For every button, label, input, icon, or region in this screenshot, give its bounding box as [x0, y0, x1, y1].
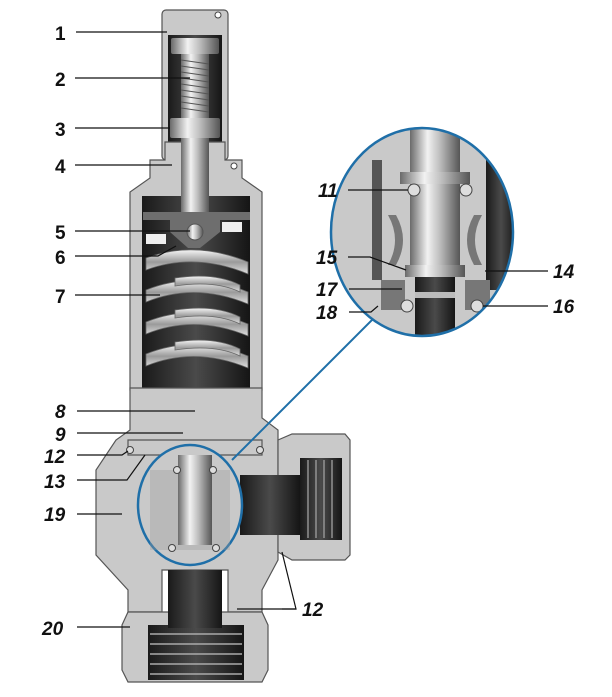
- callout-19: 19: [44, 505, 66, 526]
- callout-1: 1: [55, 24, 66, 45]
- callout-labels: 1 2 3 4 5 6 7 8 9 12 13 19 20 11 15 17 1…: [41, 24, 575, 640]
- callout-7: 7: [55, 287, 66, 308]
- detail-view: [329, 126, 515, 338]
- callout-8: 8: [55, 402, 66, 423]
- callout-3: 3: [55, 120, 66, 141]
- callout-18: 18: [316, 303, 338, 324]
- outlet-nut: [240, 433, 351, 561]
- lock-nut: [170, 118, 220, 138]
- callout-6: 6: [55, 248, 66, 269]
- callout-5: 5: [55, 223, 66, 244]
- detail-marker-circle: [136, 443, 244, 567]
- callout-9: 9: [55, 425, 66, 446]
- inlet-nut: [121, 610, 269, 683]
- spring-plate: [143, 212, 250, 248]
- callout-12-bottom: 12: [302, 600, 324, 621]
- callout-13: 13: [44, 472, 66, 493]
- callout-14: 14: [553, 262, 575, 283]
- spring: [145, 249, 249, 369]
- callout-2: 2: [55, 70, 66, 91]
- callout-4: 4: [55, 157, 66, 178]
- callout-16: 16: [553, 297, 575, 318]
- leader-lines: [75, 31, 548, 628]
- callout-11: 11: [318, 181, 338, 202]
- detail-connector-line: [231, 309, 383, 461]
- callout-17: 17: [316, 280, 339, 301]
- callout-15: 15: [316, 248, 338, 269]
- callout-20: 20: [41, 619, 64, 640]
- callout-12: 12: [44, 447, 66, 468]
